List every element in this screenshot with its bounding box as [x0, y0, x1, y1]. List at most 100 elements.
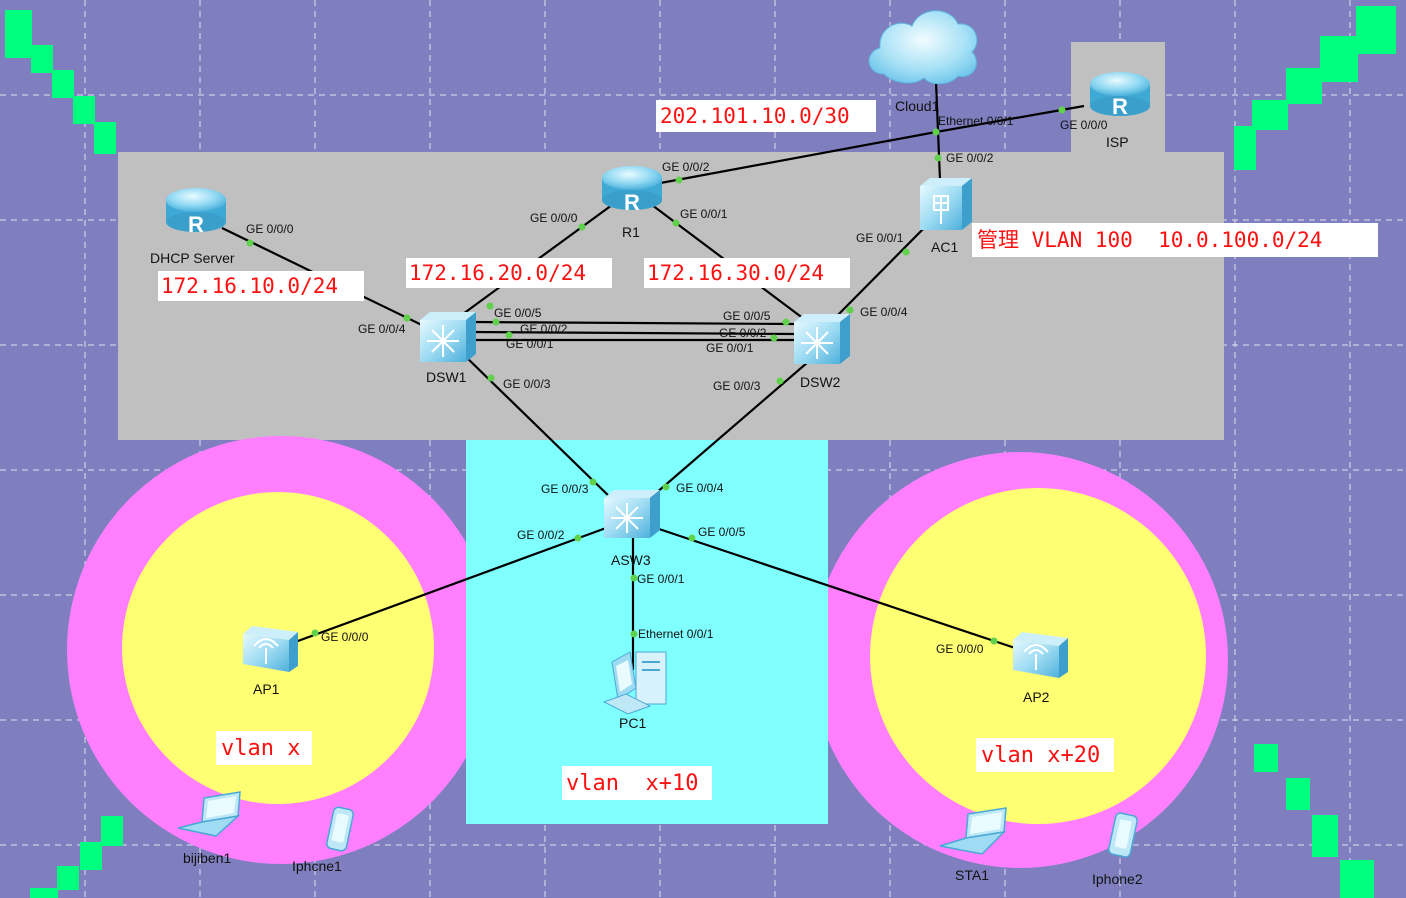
- port-label: GE 0/0/1: [637, 572, 685, 586]
- link-r1-ac1-uplink: [654, 130, 937, 186]
- router-icon: R: [1090, 72, 1150, 119]
- port-label: GE 0/0/1: [706, 341, 754, 355]
- bijiben1-label: bijiben1: [183, 850, 231, 866]
- decoration-staircase-bottom-right: [1254, 744, 1374, 898]
- port-label: GE 0/0/0: [530, 211, 578, 225]
- network-label-dhcp: 172.16.10.0/24: [158, 271, 364, 301]
- svg-text:R: R: [188, 212, 204, 237]
- port-label: GE 0/0/1: [680, 207, 728, 221]
- vlan-label-right: vlan x+20: [976, 738, 1114, 772]
- link-dsw1-dsw2-ge005: [472, 320, 796, 326]
- port-dot: [630, 574, 638, 582]
- port-label: GE 0/0/3: [503, 377, 551, 391]
- iphone1-label: Iphcne1: [292, 858, 342, 874]
- port-dot: [675, 176, 683, 184]
- port-dot: [932, 128, 940, 136]
- port-label: GE 0/0/2: [946, 151, 994, 165]
- port-dot: [990, 637, 998, 645]
- r1-label: R1: [622, 224, 640, 240]
- laptop-icon: [177, 791, 241, 837]
- network-label-dhcp-text: 172.16.10.0/24: [161, 274, 338, 298]
- port-label: GE 0/0/4: [860, 305, 908, 319]
- port-label: Ethernet 0/0/1: [638, 627, 714, 641]
- bijiben1-laptop[interactable]: bijiben1: [177, 791, 241, 866]
- ap2-label: AP2: [1023, 689, 1050, 705]
- port-label: GE 0/0/0: [936, 642, 984, 656]
- isp-router[interactable]: R ISP: [1090, 72, 1150, 150]
- port-label: GE 0/0/2: [520, 322, 568, 336]
- cloud1-label: Cloud1: [895, 98, 940, 114]
- pc1[interactable]: PC1: [602, 651, 667, 731]
- port-dot: [487, 374, 495, 382]
- port-dot: [311, 629, 319, 637]
- link-asw3-ap2: [655, 526, 1037, 657]
- switch-icon: [604, 490, 660, 538]
- pc-icon: [602, 651, 667, 715]
- iphone2-phone[interactable]: Iphone2: [1092, 812, 1143, 887]
- port-label: GE 0/0/2: [662, 160, 710, 174]
- port-label: GE 0/0/0: [246, 222, 294, 236]
- ac1-controller[interactable]: AC1: [920, 178, 972, 255]
- switch-icon: [794, 314, 850, 364]
- sta1-laptop[interactable]: STA1: [939, 807, 1007, 883]
- port-label: GE 0/0/5: [723, 309, 771, 323]
- svg-text:R: R: [1112, 94, 1128, 119]
- iphone1-phone[interactable]: Iphcne1: [292, 806, 354, 874]
- link-dsw1-dsw2-ge002: [472, 330, 796, 336]
- sta1-label: STA1: [955, 867, 989, 883]
- port-label: GE 0/0/3: [713, 379, 761, 393]
- port-dot: [782, 318, 790, 326]
- switch-icon: [420, 312, 476, 362]
- port-label: GE 0/0/0: [1060, 118, 1108, 132]
- port-label: GE 0/0/2: [517, 528, 565, 542]
- port-label: GE 0/0/4: [358, 322, 406, 336]
- ap2[interactable]: AP2: [1013, 632, 1068, 705]
- port-label: GE 0/0/5: [494, 306, 542, 320]
- ap1[interactable]: AP1: [243, 626, 298, 697]
- port-dot: [486, 302, 494, 310]
- vlan-label-right-text: vlan x+20: [981, 743, 1100, 768]
- port-dot: [246, 239, 254, 247]
- laptop-icon: [939, 807, 1007, 855]
- decoration-staircase-bottom-left: [30, 816, 123, 898]
- vlan-label-left: vlan x: [216, 731, 312, 765]
- port-label: GE 0/0/2: [719, 326, 767, 340]
- port-dot: [934, 154, 942, 162]
- ap1-label: AP1: [253, 681, 280, 697]
- vlan-label-middle-text: vlan x+10: [566, 771, 698, 796]
- dsw1-label: DSW1: [426, 369, 467, 385]
- port-dot: [630, 630, 638, 638]
- dhcp-server-label: DHCP Server: [150, 250, 235, 266]
- port-dot: [662, 483, 670, 491]
- port-label: GE 0/0/5: [698, 525, 746, 539]
- vlan-label-middle: vlan x+10: [562, 766, 712, 800]
- port-label: Ethernet 0/0/1: [938, 114, 1014, 128]
- port-dot: [776, 377, 784, 385]
- port-label: GE 0/0/0: [321, 630, 369, 644]
- r1-router[interactable]: R R1: [602, 166, 662, 240]
- access-controller-icon: [920, 178, 972, 230]
- cloud1[interactable]: Cloud1: [868, 10, 978, 114]
- phone-icon: [1108, 812, 1138, 858]
- access-point-icon: [243, 626, 298, 672]
- decoration-staircase-top-left: [5, 10, 116, 154]
- dhcp-server-router[interactable]: R DHCP Server: [150, 188, 235, 266]
- dsw1-switch[interactable]: DSW1: [420, 312, 476, 385]
- vlan-label-left-text: vlan x: [221, 736, 300, 761]
- port-dot: [589, 478, 597, 486]
- iphone2-label: Iphone2: [1092, 871, 1143, 887]
- network-label-wan: 202.101.10.0/30: [656, 100, 876, 132]
- asw3-label: ASW3: [611, 552, 651, 568]
- network-label-mgmt: 管理 VLAN 100 10.0.100.0/24: [972, 223, 1378, 257]
- port-dot: [902, 248, 910, 256]
- pc1-label: PC1: [619, 715, 646, 731]
- asw3-switch[interactable]: ASW3: [604, 490, 660, 568]
- link-asw3-ap1: [286, 526, 607, 647]
- port-dot: [846, 306, 854, 314]
- port-label: GE 0/0/3: [541, 482, 589, 496]
- dsw2-switch[interactable]: DSW2: [794, 314, 850, 390]
- network-label-dsw1-r1: 172.16.20.0/24: [406, 258, 612, 288]
- port-dot: [578, 223, 586, 231]
- isp-label: ISP: [1106, 134, 1129, 150]
